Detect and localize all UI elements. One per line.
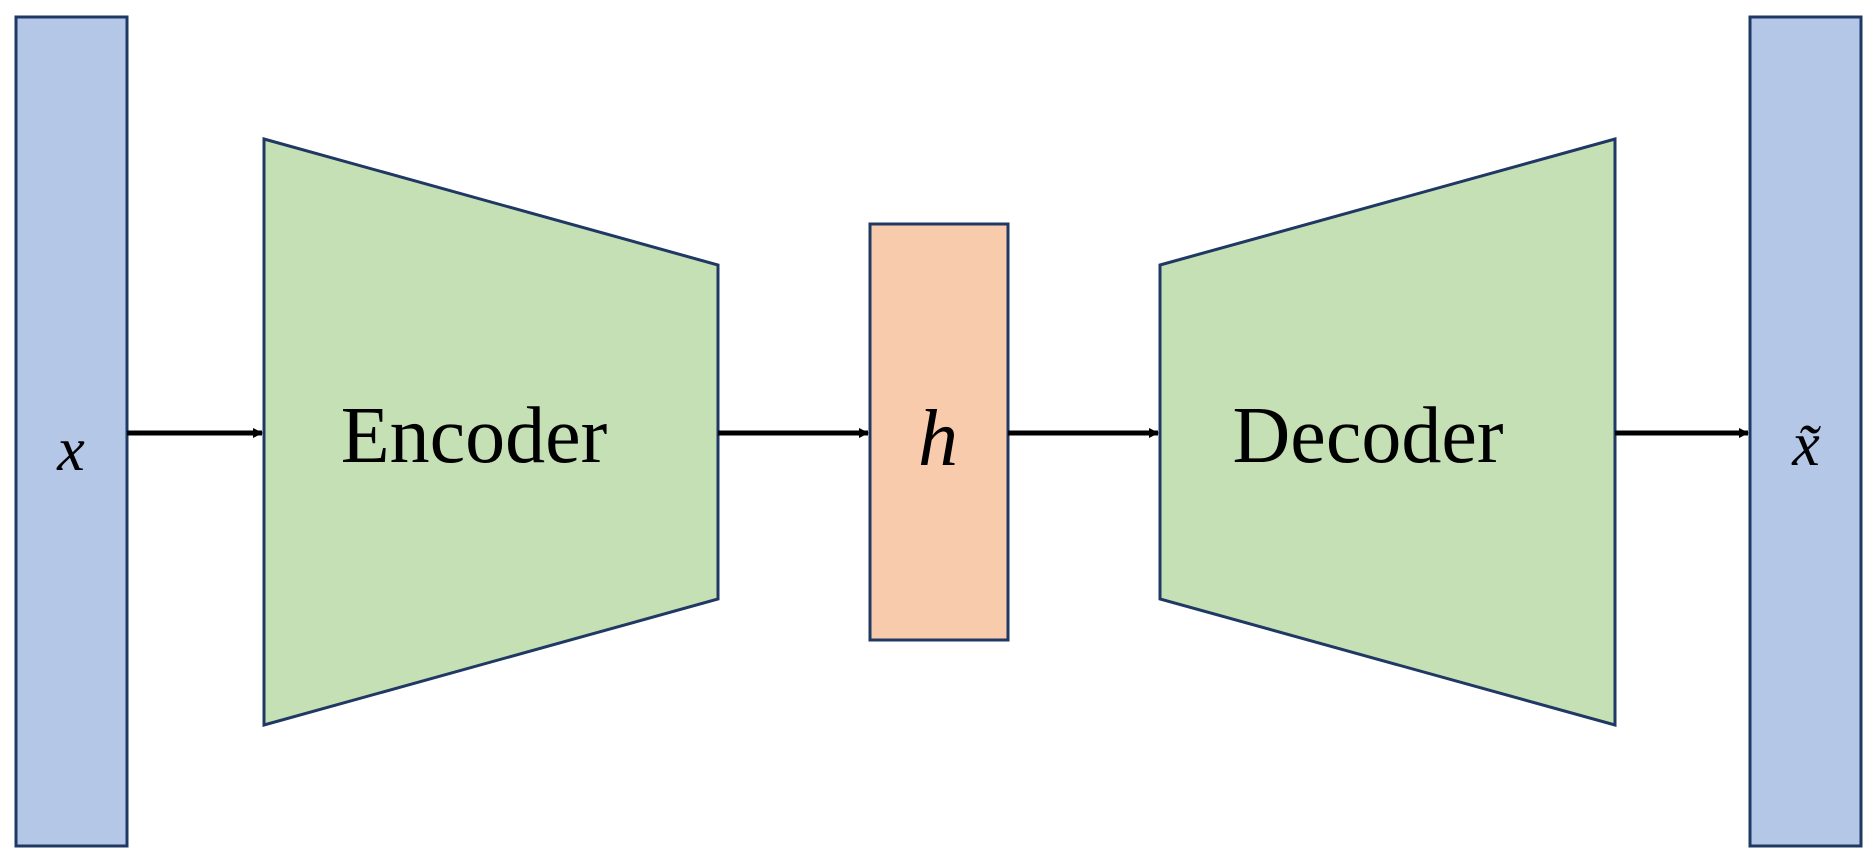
encoder-block [262,137,720,727]
output-vector [1748,15,1863,848]
input-vector [14,15,129,848]
input-label: x [56,416,85,484]
decoder-label: Decoder [1233,392,1504,480]
output-label: x̃ [1791,411,1821,479]
latent-label: h [918,395,958,483]
encoder-label: Encoder [341,392,608,480]
decoder-block [1158,137,1617,727]
